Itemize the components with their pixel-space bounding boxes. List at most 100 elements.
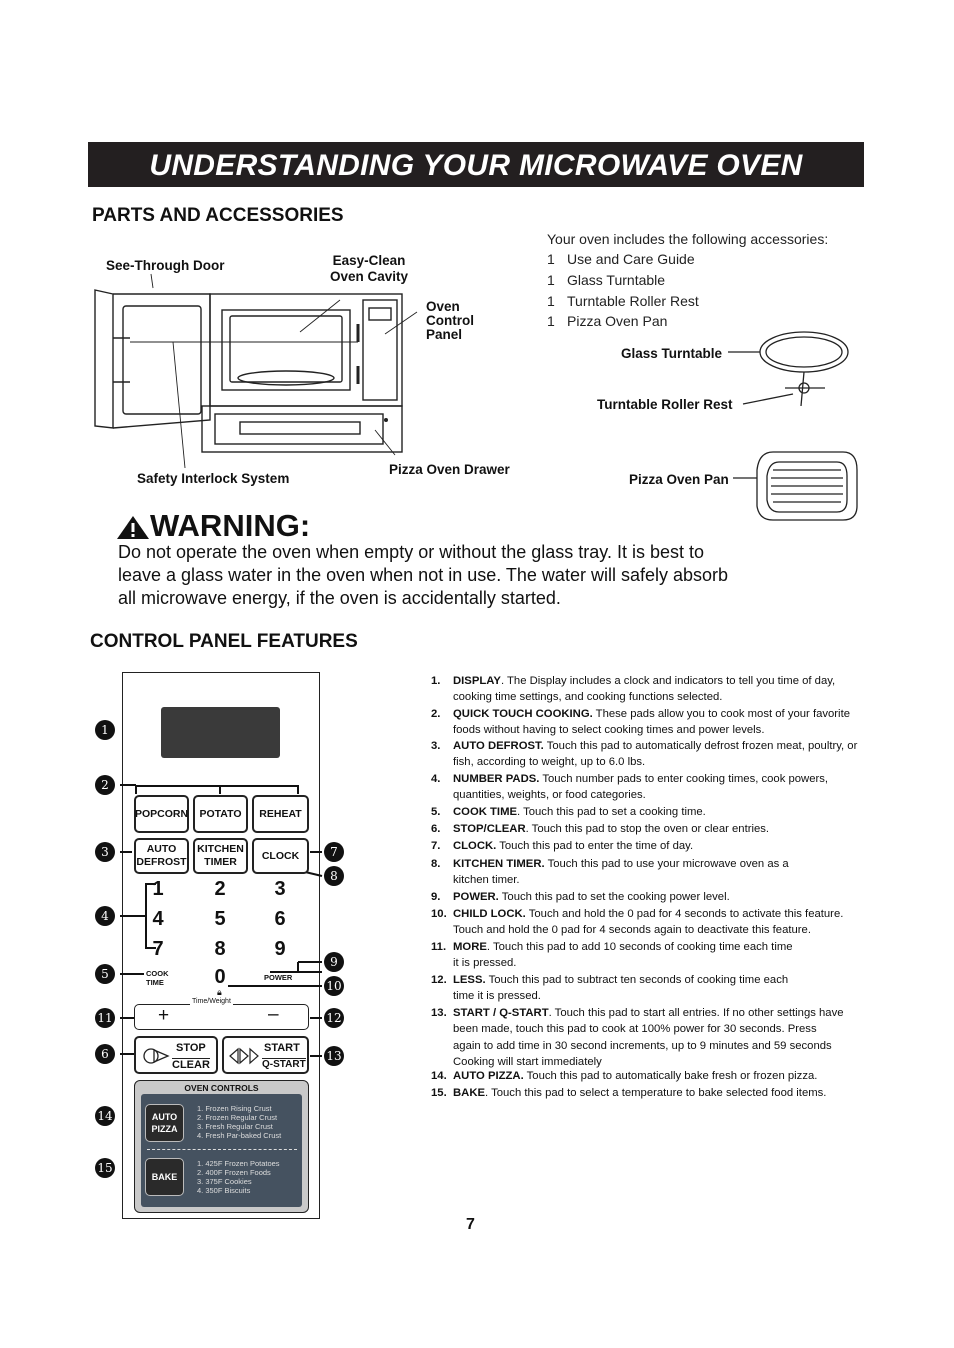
label-easy-clean: Easy-Clean Oven Cavity [330,253,409,284]
clock-button[interactable]: CLOCK [252,838,309,874]
popcorn-button[interactable]: POPCORN [134,795,189,833]
stop-clear-button[interactable]: STOP CLEAR [134,1036,218,1074]
warning-line: leave a glass water in the oven when not… [118,565,729,585]
feature-number: 7. [431,840,441,852]
feature-name: AUTO PIZZA. [453,1070,524,1082]
callout-10: 10 [324,976,344,996]
feature-name: NUMBER PADS. [453,773,540,785]
feature-text: . Touch this pad to stop the oven or cle… [525,823,770,835]
feature-name: DISPLAY [453,675,501,687]
accessory-item: 1 Use and Care Guide [547,251,695,267]
feature-text: These pads allow you to cook most of you… [453,708,850,737]
parts-heading: PARTS AND ACCESSORIES [92,205,344,226]
label-glass-turntable: Glass Turntable [621,346,723,361]
stop-icon [143,1048,170,1064]
callout-11: 11 [95,1008,115,1028]
digit-2-button[interactable]: 2 [214,878,226,900]
feature-text: . The Display includes a clock and indic… [453,675,836,704]
accessory-name: Glass Turntable [567,272,666,288]
accessory-name: Use and Care Guide [567,251,695,267]
digit-4-button[interactable]: 4 [152,908,164,930]
bake-option: 4. 350F Biscuits [197,1186,251,1195]
feature-number: 9. [431,891,441,903]
feature-name: STOP/CLEAR [453,823,526,835]
feature-number: 4. [431,773,441,785]
bake-option: 1. 425F Frozen Potatoes [197,1159,280,1168]
callout-14: 14 [95,1106,115,1126]
time-weight-label: Time/Weight [190,998,233,1005]
accessories-intro: Your oven includes the following accesso… [547,231,829,247]
accessory-name: Pizza Oven Pan [567,313,668,329]
accessory-item: 1 Turntable Roller Rest [547,293,699,309]
digit-1-button[interactable]: 1 [152,878,164,900]
callout-5: 5 [95,964,115,984]
more-button[interactable]: + [158,1005,170,1026]
label-pizza-drawer: Pizza Oven Drawer [389,462,510,477]
warning-icon [117,516,149,539]
feature-text: Touch this pad to set the cooking power … [498,891,730,903]
feature-text: . Touch this pad to set a cooking time. [517,806,706,818]
oven-controls-title: OVEN CONTROLS [184,1083,259,1093]
digit-9-button[interactable]: 9 [274,938,286,960]
start-label: START [264,1042,300,1054]
feature-text: Touch this pad to automatically bake fre… [523,1070,818,1082]
start-icon [229,1047,259,1065]
warning-line: all microwave energy, if the oven is acc… [118,588,561,608]
start-button[interactable]: START Q-START [222,1036,309,1074]
label-oven-control-panel: Oven Control Panel [426,299,474,342]
digit-7-button[interactable]: 7 [152,938,164,960]
bake-options-list: 1. 425F Frozen Potatoes 2. 400F Frozen F… [197,1159,280,1195]
feature-number: 11. [431,941,447,953]
feature-name: MORE [453,941,487,953]
feature-number: 14. [431,1070,447,1082]
accessories-illustration [728,331,858,521]
pizza-option: 3. Fresh Regular Crust [197,1122,273,1131]
feature-number: 1. [431,675,441,687]
callout-2: 2 [95,775,115,795]
pizza-option: 2. Frozen Regular Crust [197,1113,278,1122]
kitchen-timer-button[interactable]: KITCHEN TIMER [193,838,248,874]
potato-button[interactable]: POTATO [193,795,248,833]
bake-button[interactable]: BAKE [145,1158,184,1196]
feature-text: . Touch this pad to select a temperature… [485,1087,827,1099]
feature-number: 10. [431,908,447,920]
feature-number: 3. [431,740,441,752]
callout-3: 3 [95,842,115,862]
accessory-item: 1 Pizza Oven Pan [547,313,667,329]
callout-8: 8 [324,866,344,886]
cook-time-button[interactable]: COOK TIME [146,969,169,987]
label-see-through-door: See-Through Door [106,258,225,273]
divider [147,1149,297,1150]
lock-icon: 🔒︎ [217,987,222,997]
pizza-option: 1. Frozen Rising Crust [197,1104,272,1113]
bake-option: 2. 400F Frozen Foods [197,1168,271,1177]
reheat-button[interactable]: REHEAT [252,795,309,833]
title-bar: UNDERSTANDING YOUR MICROWAVE OVEN [88,142,864,187]
less-button[interactable]: – [268,1004,279,1025]
label-roller-rest: Turntable Roller Rest [597,397,733,412]
qstart-label: Q-START [262,1058,306,1070]
feature-text: Touch number pads to enter cooking times… [453,773,829,802]
stop-label: STOP [176,1042,206,1054]
digit-8-button[interactable]: 8 [214,938,226,960]
feature-name: BAKE [453,1087,486,1099]
digit-5-button[interactable]: 5 [214,908,226,930]
callout-1: 1 [95,720,115,740]
feature-text: Touch and hold the 0 pad for 4 seconds t… [453,908,844,937]
auto-defrost-button[interactable]: AUTO DEFROST [134,838,189,874]
bake-option: 3. 375F Cookies [197,1177,252,1186]
auto-pizza-button[interactable]: AUTO PIZZA [145,1104,184,1142]
feature-text: Touch this pad to use your microwave ove… [453,858,789,887]
accessory-name: Turntable Roller Rest [567,293,699,309]
power-button[interactable]: POWER [264,973,293,982]
digit-3-button[interactable]: 3 [274,878,286,900]
feature-name: CHILD LOCK. [453,908,526,920]
warning-title: WARNING: [150,508,311,543]
digit-0-button[interactable]: 0 [214,966,226,988]
label-safety-interlock: Safety Interlock System [137,471,290,486]
feature-number: 12. [431,974,447,986]
label-pizza-pan: Pizza Oven Pan [629,472,729,487]
callout-12: 12 [324,1008,344,1028]
feature-number: 15. [431,1087,447,1099]
digit-6-button[interactable]: 6 [274,908,286,930]
